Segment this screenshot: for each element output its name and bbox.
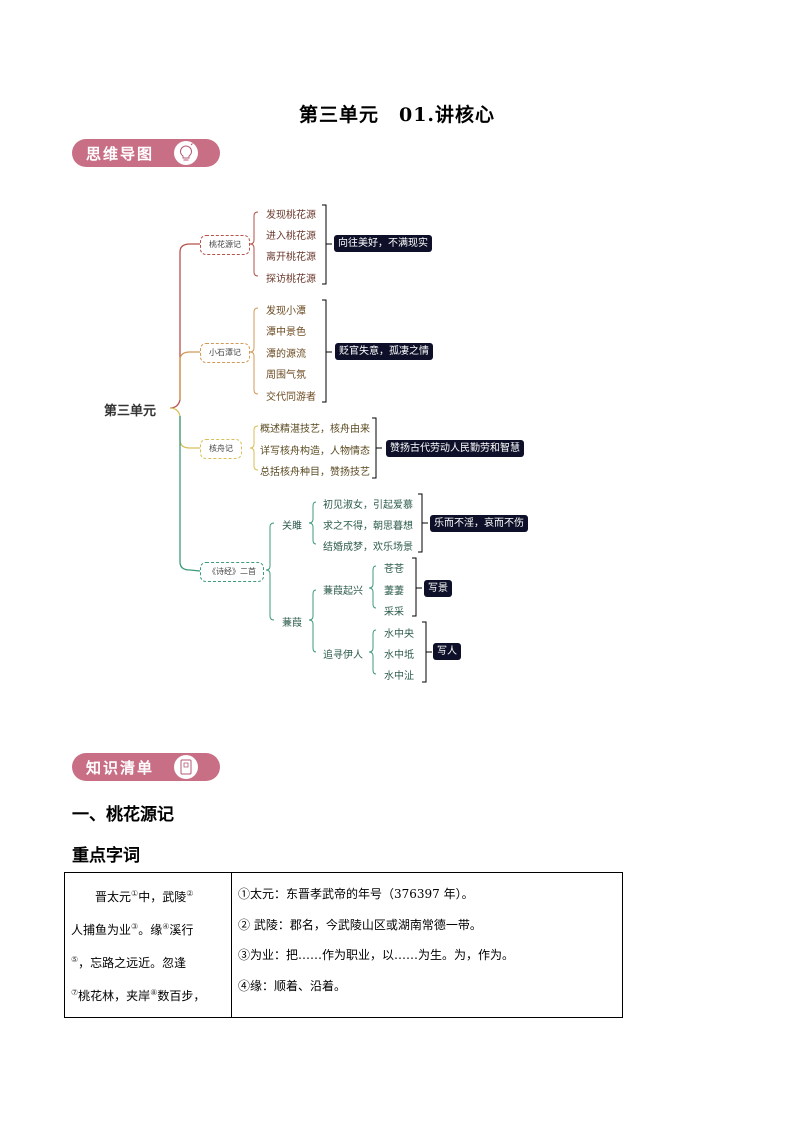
mindmap-summary-tag: 写景 [424,580,452,597]
mindmap-item: 求之不得，朝思暮想 [323,521,413,532]
subsection-heading: 重点字词 [72,846,140,866]
mindmap-item: 离开桃花源 [266,252,316,263]
text-span: 中，武陵 [138,890,187,904]
mindmap-item: 周围气氛 [266,370,306,381]
mindmap-item: 萋萋 [384,586,404,597]
mindmap-item: 交代同游者 [266,392,316,403]
mindmap-sub-node-jianjia: 蒹葭 [282,618,302,629]
mindmap-item: 探访桃花源 [266,274,316,285]
mindmap-item: 总括核舟种目，赞扬技艺 [260,467,370,478]
source-text-cell: 晋太元①中，武陵② 人捕鱼为业③。缘④溪行 ⑤，忘路之远近。忽逢 ⑦桃花林，夹岸… [64,872,232,1018]
footnote-marker: ⑧ [150,988,158,997]
mindmap-section-badge: 思维导图 [72,139,220,167]
table-row: 晋太元①中，武陵② 人捕鱼为业③。缘④溪行 ⑤，忘路之远近。忽逢 ⑦桃花林，夹岸… [64,872,623,1018]
text-span: 数百步， [157,989,206,1003]
mindmap-group-label: 蒹葭起兴 [323,586,363,597]
mindmap-item: 初见淑女，引起爱慕 [323,500,413,511]
lightbulb-icon [174,141,198,165]
mindmap-group-label: 追寻伊人 [323,650,363,661]
mindmap-item: 概述精湛技艺，核舟由来 [260,424,370,435]
text-span: 晋太元 [95,890,132,904]
knowledge-section-badge: 知识清单 [72,753,220,781]
mindmap-item: 潭的源流 [266,349,306,360]
note-line: ③为业：把……作为职业，以……为生。为，作为。 [238,948,515,962]
mindmap-badge-label: 思维导图 [86,145,155,163]
mindmap-item: 详写核舟构造，人物情态 [260,446,370,457]
source-line: ⑦桃花林，夹岸⑧数百步， [71,978,227,1011]
mindmap-summary-tag: 贬官失意，孤凄之情 [335,343,433,360]
mindmap-node-taohuayuanji: 桃花源记 [200,235,250,255]
mindmap-node-shijing: 《诗经》二首 [200,562,264,582]
footnote-marker: ④ [162,922,170,931]
source-line: ⑤，忘路之远近。忽逢 [71,945,227,978]
mindmap-item: 潭中景色 [266,327,306,338]
page-title: 第三单元 01.讲核心 [298,104,496,126]
vocabulary-table: 晋太元①中，武陵② 人捕鱼为业③。缘④溪行 ⑤，忘路之远近。忽逢 ⑦桃花林，夹岸… [64,872,623,1018]
mindmap-root: 第三单元 [104,404,157,419]
mindmap-item: 苍苍 [384,564,404,575]
mindmap-item: 采采 [384,607,404,618]
mindmap-item: 水中央 [384,629,414,640]
footnote-marker: ⑤ [71,955,79,964]
text-span: 。缘 [138,923,163,937]
section-heading: 一、桃花源记 [72,805,174,825]
notebook-icon [174,755,198,779]
footnote-marker: ⑦ [71,988,79,997]
source-line: 人捕鱼为业③。缘④溪行 [71,912,227,945]
mindmap-item: 发现小潭 [266,306,306,317]
text-span: 人捕鱼为业 [71,923,132,937]
mindmap-sub-node-guanju: 关雎 [282,521,302,532]
mindmap-connectors [169,204,432,683]
mindmap-item: 结婚成梦，欢乐场景 [323,542,413,553]
footnote-marker: ② [186,889,194,898]
mindmap-item: 水中沚 [384,671,414,682]
footnote-marker: ① [131,889,139,898]
note-line: ② 武陵：郡名，今武陵山区或湖南常德一带。 [238,917,482,932]
mindmap-summary-tag: 赞扬古代劳动人民勤劳和智慧 [386,440,524,457]
mindmap-item: 水中坻 [384,650,414,661]
knowledge-badge-label: 知识清单 [86,759,155,777]
mindmap-summary-tag: 向往美好，不满现实 [334,235,432,252]
mindmap-node-xiaoshitanji: 小石潭记 [200,343,250,363]
mindmap-summary-tag: 写人 [433,643,461,660]
notes-cell: ①太元：东晋孝武帝的年号（376397 年）。 ② 武陵：郡名，今武陵山区或湖南… [231,872,623,1018]
text-span: 桃花林，夹岸 [78,989,151,1003]
source-line: 晋太元①中，武陵② [71,879,227,912]
footnote-marker: ③ [131,922,139,931]
note-line: ④缘：顺着、沿着。 [238,978,347,993]
mindmap-item: 进入桃花源 [266,231,316,242]
text-span: ，忘路之远近。忽逢 [78,956,187,970]
mindmap-node-hezhouji: 核舟记 [200,439,242,459]
note-line: ①太元：东晋孝武帝的年号（376397 年）。 [238,887,474,901]
mindmap-summary-tag: 乐而不淫，哀而不伤 [430,515,528,532]
mindmap-item: 发现桃花源 [266,210,316,221]
text-span: 溪行 [169,923,194,937]
